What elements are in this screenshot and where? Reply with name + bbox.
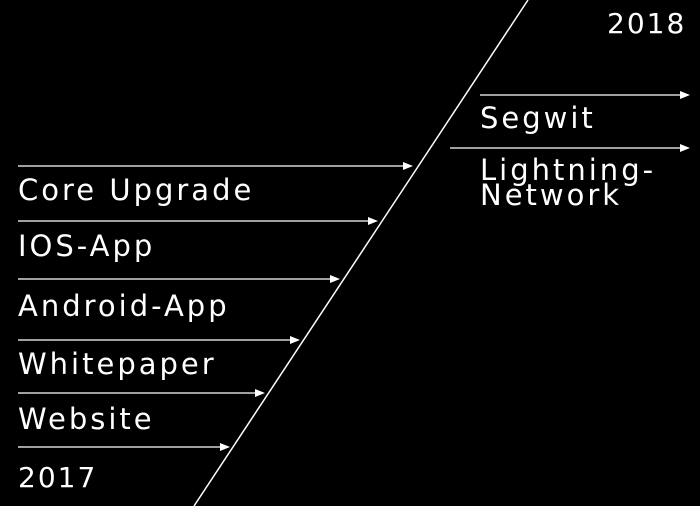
arrow-whitepaper xyxy=(18,336,300,344)
year-2018-label: 2018 xyxy=(607,7,687,40)
arrow-core-upgrade xyxy=(18,162,413,170)
milestone-ios-app: IOS-App xyxy=(18,229,156,263)
milestone-segwit: Segwit xyxy=(480,101,596,135)
milestone-whitepaper: Whitepaper xyxy=(18,347,217,381)
milestone-core-upgrade: Core Upgrade xyxy=(18,173,255,207)
timeline-divider-line xyxy=(193,0,529,506)
milestone-website: Website xyxy=(18,402,155,436)
year-2017-label: 2017 xyxy=(18,461,98,494)
milestone-android-app: Android-App xyxy=(18,289,230,323)
arrow-website xyxy=(18,389,265,397)
milestone-lightning-network: Lightning- Network xyxy=(480,153,657,212)
arrow-lightning-network xyxy=(450,144,690,152)
arrow-segwit xyxy=(480,91,690,99)
arrow-2017 xyxy=(18,443,230,451)
arrow-android-app xyxy=(18,275,340,283)
arrow-ios-app xyxy=(18,217,378,225)
